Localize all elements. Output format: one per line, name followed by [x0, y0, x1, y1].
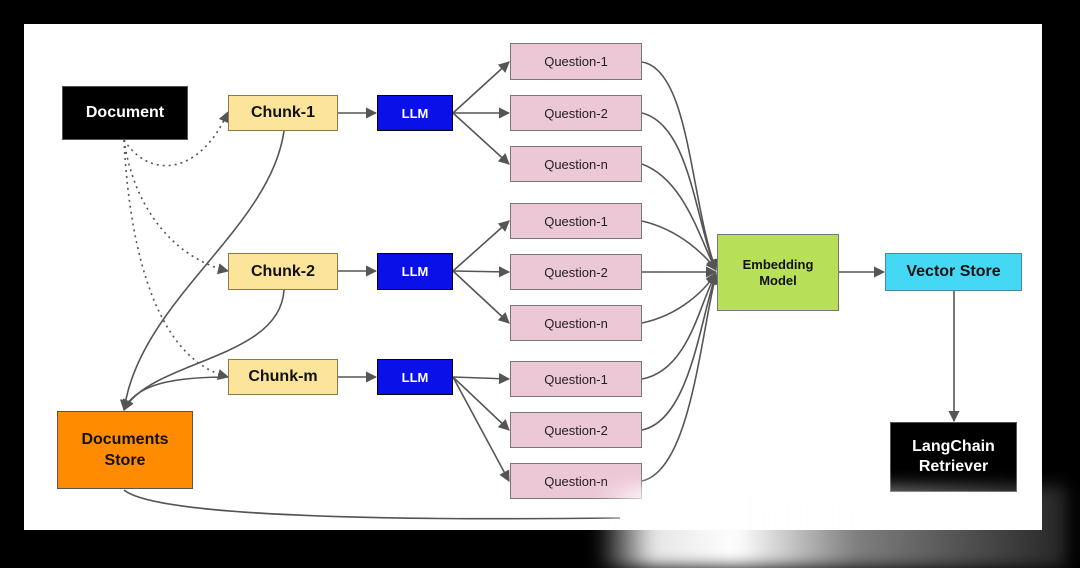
vector-store-node: Vector Store: [885, 253, 1022, 291]
question-node: Question-2: [510, 95, 642, 131]
question-node: Question-1: [510, 203, 642, 239]
question-node: Question-n: [510, 305, 642, 341]
langchain-retriever-node: LangChain Retriever: [890, 422, 1017, 492]
llm-node-1: LLM: [377, 95, 453, 131]
embedding-model-node: Embedding Model: [717, 234, 839, 311]
question-node: Question-n: [510, 463, 642, 499]
llm-node-2: LLM: [377, 253, 453, 290]
question-node: Question-n: [510, 146, 642, 182]
question-node: Question-1: [510, 361, 642, 397]
llm-node-3: LLM: [377, 359, 453, 395]
chunk-m-node: Chunk-m: [228, 359, 338, 395]
document-node: Document: [62, 86, 188, 140]
question-node: Question-2: [510, 412, 642, 448]
documents-store-node: Documents Store: [57, 411, 193, 489]
chunk-1-node: Chunk-1: [228, 95, 338, 131]
question-node: Question-2: [510, 254, 642, 290]
chunk-2-node: Chunk-2: [228, 253, 338, 290]
question-node: Question-1: [510, 43, 642, 80]
